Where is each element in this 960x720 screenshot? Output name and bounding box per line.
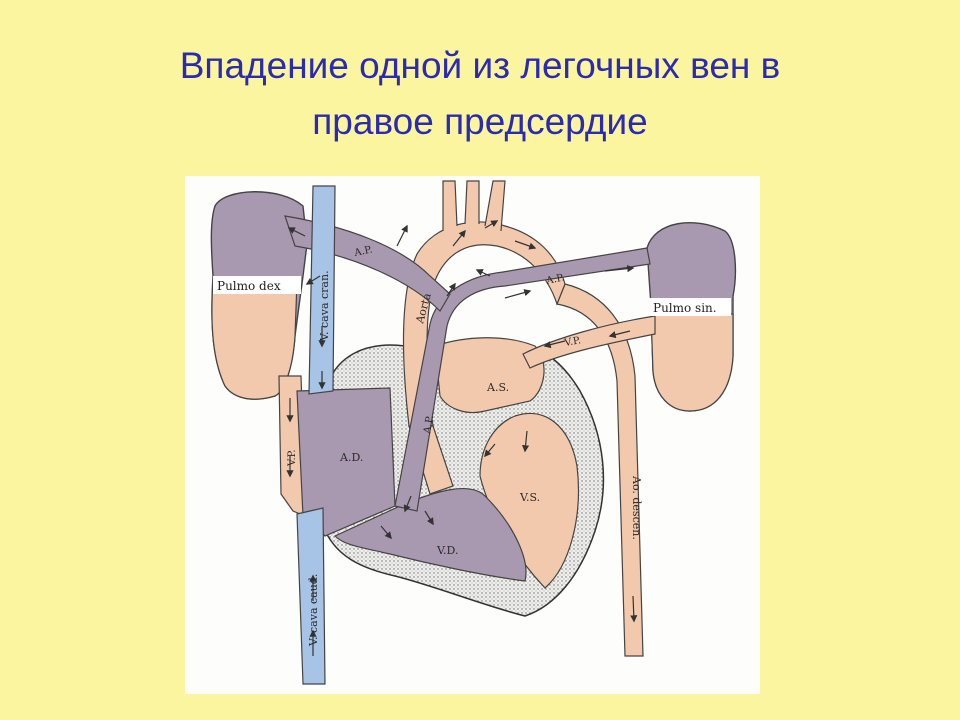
v-cava-caud-label: V. cava caud.	[307, 574, 320, 647]
pulmo-sin-box	[649, 298, 731, 316]
descending-aorta	[556, 283, 644, 657]
title-line-1: Впадение одной из легочных вен в	[179, 45, 781, 86]
heart-diagram-svg: Pulmo dex Pulmo sin. V. cava cran. V. ca…	[210, 180, 737, 685]
pulmo-dex-label: Pulmo dex	[217, 279, 281, 293]
ap-trunk-label: A.P.	[422, 415, 436, 436]
heart-diagram: Pulmo dex Pulmo sin. V. cava cran. V. ca…	[185, 176, 760, 694]
title-line-2: правое предсердие	[312, 101, 648, 142]
vp-left-label: V.P.	[287, 449, 298, 467]
left-lung-lower	[650, 313, 734, 412]
ao-descen-label: Ao. descen.	[630, 475, 643, 540]
pulmo-dex-box	[213, 276, 301, 294]
vena-cava-caudalis	[296, 507, 326, 685]
right-atrium	[296, 387, 396, 537]
right-lung-lower	[211, 280, 298, 400]
left-pulmonary-vein	[522, 315, 656, 369]
vs-label: V.S.	[519, 491, 540, 504]
as-label: A.S.	[486, 381, 509, 394]
vd-label: V.D.	[436, 544, 458, 557]
left-ventricle	[479, 412, 580, 589]
slide-title: Впадение одной из легочных вен в правое …	[0, 38, 960, 150]
arch-branches	[442, 180, 506, 232]
right-ventricle	[333, 488, 527, 582]
ap-top-left-label: A.P.	[352, 244, 373, 259]
ad-label: A.D.	[339, 451, 363, 464]
flow-arrows	[286, 220, 638, 656]
v-cava-cran-label: V. cava cran.	[318, 270, 331, 342]
left-atrium	[434, 337, 545, 414]
pulmo-sin-label: Pulmo sin.	[653, 301, 717, 315]
vena-cava-cranialis	[308, 185, 336, 395]
vp-right-label: V.P.	[563, 335, 582, 349]
ap-top-right-label: A.P.	[544, 272, 565, 287]
